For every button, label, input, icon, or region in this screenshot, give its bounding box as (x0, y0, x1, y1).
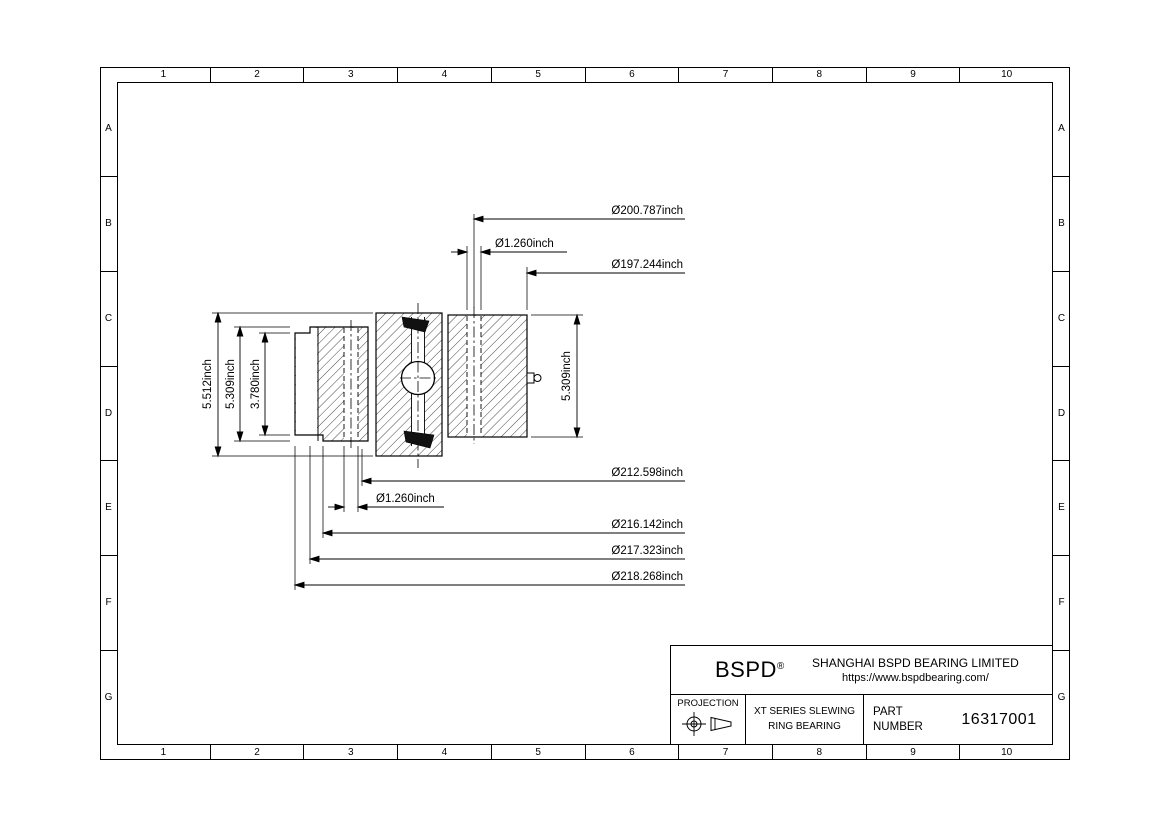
product-series-cell: XT SERIES SLEWING RING BEARING (746, 695, 864, 744)
part-number-value: 16317001 (961, 710, 1037, 728)
inner-border (117, 82, 1053, 745)
grid-col-label: 6 (584, 67, 679, 82)
grid-col-label: 10 (959, 67, 1053, 82)
grid-col-label: 9 (865, 745, 960, 760)
grid-ruler-top: 1 2 3 4 5 6 7 8 9 10 (117, 67, 1053, 82)
dim-label-height-inner: 5.309inch (561, 351, 573, 401)
seal-top (401, 316, 430, 333)
seal-bottom (403, 430, 435, 449)
grid-col-label: 4 (397, 67, 491, 82)
dim-label-height-gear: 3.780inch (250, 359, 262, 409)
bearing-drawing-canvas: Ø200.787inch Ø1.260inch Ø197.244inch Ø21… (202, 205, 685, 590)
outer-ring-relief (296, 328, 317, 440)
grid-col-label: 4 (397, 745, 491, 760)
company-name: SHANGHAI BSPD BEARING LIMITED (812, 656, 1019, 670)
dimension-lines (214, 215, 685, 589)
grid-col-label: 1 (160, 746, 167, 758)
company-logo: BSPD® (671, 657, 785, 683)
title-block-detail-row: PROJECTION XT SERIES SLEWING RING BEARIN… (671, 695, 1052, 744)
dim-label-od-outer: Ø218.268inch (611, 571, 683, 583)
grid-row-label: C (1053, 270, 1070, 366)
grid-row-label: D (100, 365, 117, 461)
grid-row-label: A (105, 122, 112, 134)
dim-label-od-step1: Ø217.323inch (611, 545, 683, 557)
grid-col-label: 1 (160, 68, 167, 80)
logo-text: BSPD (715, 657, 777, 682)
dim-label-outer-bolt-hole: Ø1.260inch (376, 493, 435, 505)
grid-col-label: 6 (584, 745, 679, 760)
inner-ring-body (448, 315, 527, 437)
grid-row-label: E (1053, 460, 1070, 555)
projection-cell: PROJECTION (671, 695, 746, 744)
grid-row-label: D (1053, 365, 1070, 461)
grid-ruler-left: A B C D E F G (100, 82, 117, 745)
first-angle-projection-icon (680, 711, 736, 742)
product-series-line1: XT SERIES SLEWING (754, 706, 855, 717)
raceway-section-outline (375, 312, 443, 457)
part-number-label-cell: PART NUMBER (864, 695, 946, 744)
title-block-company-row: BSPD® SHANGHAI BSPD BEARING LIMITED http… (671, 646, 1052, 695)
grease-fitting-tip (533, 374, 542, 382)
product-series-line2: RING BEARING (768, 720, 841, 732)
dim-label-bore: Ø197.244inch (611, 259, 683, 271)
grid-col-label: 7 (678, 67, 772, 82)
dim-label-inner-bolt-hole: Ø1.260inch (495, 238, 554, 250)
grid-row-label: B (1053, 175, 1070, 271)
dim-label-outer-bolt-circle: Ø212.598inch (611, 467, 683, 479)
grid-row-label: A (1058, 122, 1065, 134)
projection-label: PROJECTION (677, 698, 739, 709)
title-block: BSPD® SHANGHAI BSPD BEARING LIMITED http… (670, 645, 1053, 745)
registered-trademark: ® (776, 661, 785, 672)
dim-label-od-step2: Ø216.142inch (611, 519, 683, 531)
company-website: https://www.bspdbearing.com/ (842, 672, 989, 684)
dim-label-height-outer: 5.309inch (225, 359, 237, 409)
grid-row-label: G (100, 650, 117, 745)
grid-col-label: 5 (490, 67, 585, 82)
grid-col-label: 9 (865, 67, 960, 82)
dim-label-inner-bolt-circle: Ø200.787inch (611, 205, 683, 217)
bearing-cross-section (294, 303, 542, 468)
outer-ring-outline (294, 326, 369, 442)
grid-col-label: 8 (771, 745, 866, 760)
extension-lines (212, 214, 583, 590)
grid-row-label: E (100, 460, 117, 555)
grid-row-label: F (100, 555, 117, 650)
grid-col-label: 2 (209, 745, 304, 760)
part-number-label-line1: PART (873, 705, 903, 718)
grid-col-label: 5 (490, 745, 585, 760)
grid-col-label: 3 (303, 745, 397, 760)
grid-ruler-bottom: 1 2 3 4 5 6 7 8 9 10 (117, 745, 1053, 760)
grid-row-label: C (100, 270, 117, 366)
grid-col-label: 10 (959, 745, 1053, 760)
dimension-labels: Ø200.787inch Ø1.260inch Ø197.244inch Ø21… (202, 205, 683, 583)
grid-row-label: F (1053, 555, 1070, 650)
part-number-label-line2: NUMBER (873, 720, 923, 733)
grid-ruler-right: A B C D E F G (1053, 82, 1070, 745)
grid-col-label: 3 (303, 67, 397, 82)
grid-col-label: 8 (771, 67, 866, 82)
dim-label-height-total: 5.512inch (202, 359, 214, 409)
grid-row-label: B (100, 175, 117, 271)
grid-col-label: 7 (678, 745, 772, 760)
grease-fitting (526, 372, 535, 384)
grid-row-label: G (1053, 650, 1070, 745)
grid-col-label: 2 (209, 67, 304, 82)
